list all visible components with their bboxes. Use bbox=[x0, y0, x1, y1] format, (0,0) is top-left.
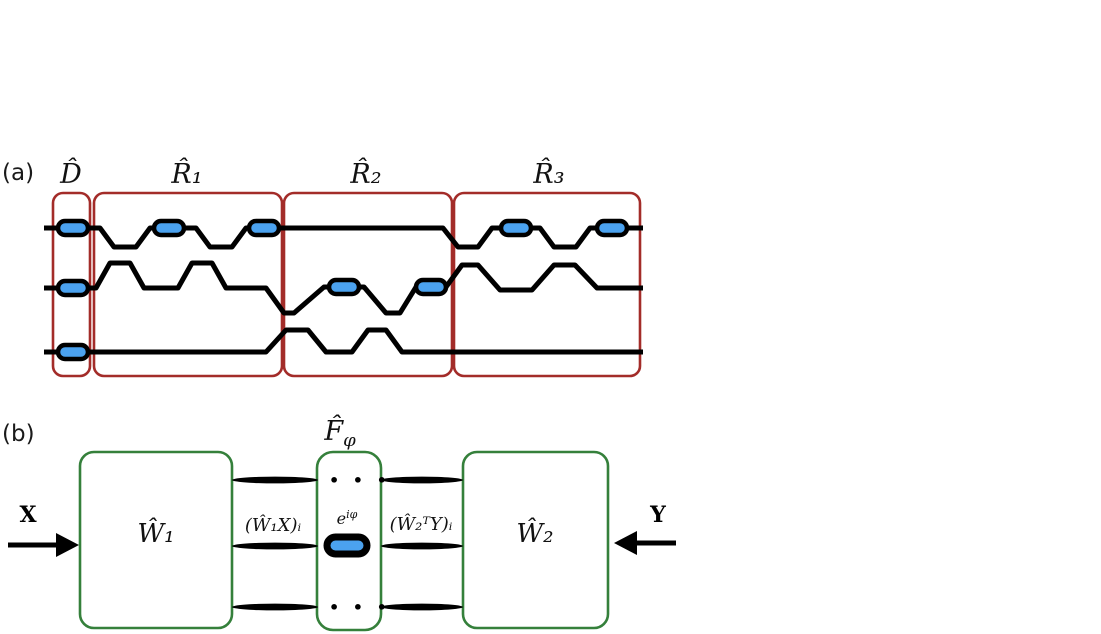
panel-a: (a) D̂ R̂₁ R̂₂ R̂₃ bbox=[2, 157, 643, 378]
wire-top-right bbox=[381, 476, 463, 484]
label-F-operator: F̂φ bbox=[323, 414, 356, 451]
phase-shifter-pill-R1a bbox=[151, 218, 187, 238]
input-arrow-x: X bbox=[8, 502, 79, 557]
label-R2-operator: R̂₂ bbox=[349, 157, 381, 190]
phase-shifter-pill-R3a bbox=[498, 218, 534, 238]
phase-shifter-pill-R2b bbox=[413, 277, 449, 297]
label-W1: Ŵ₁ bbox=[137, 517, 174, 549]
arrow-y-head bbox=[614, 531, 637, 555]
phase-shifter-pill-D2 bbox=[55, 278, 91, 298]
phase-shifter-pill-R1b bbox=[246, 218, 282, 238]
label-F-subscript: φ bbox=[343, 430, 356, 451]
label-W1X: (Ŵ₁X)ᵢ bbox=[245, 513, 302, 536]
label-phase-exponent: iφ bbox=[346, 508, 358, 521]
label-phase: eiφ bbox=[337, 508, 358, 528]
panel-b-tag: (b) bbox=[2, 421, 35, 447]
label-R1-operator: R̂₁ bbox=[170, 157, 202, 190]
wire-mid-right bbox=[381, 542, 463, 550]
panel-a-tag: (a) bbox=[2, 160, 34, 186]
phase-shifter-pill-R3b bbox=[594, 218, 630, 238]
ellipsis-top: • • • bbox=[329, 471, 391, 490]
wire-bottom-right bbox=[381, 603, 463, 611]
wire-bottom-left bbox=[232, 603, 318, 611]
box-F bbox=[315, 450, 383, 632]
wire-mid-left bbox=[232, 542, 318, 550]
wire-top-left bbox=[232, 476, 318, 484]
label-phase-base: e bbox=[337, 509, 346, 528]
ellipsis-bottom: • • • bbox=[329, 598, 391, 617]
label-Y: Y bbox=[649, 502, 666, 528]
box-W1 bbox=[78, 450, 234, 630]
waveguide-mode3 bbox=[44, 327, 643, 355]
panel-b: (b) F̂φ Ŵ₁ Ŵ₂ (Ŵ₁X)ᵢ (Ŵ₂ᵀY)ᵢ • • • • • •… bbox=[2, 414, 676, 632]
label-W2TY: (Ŵ₂ᵀY)ᵢ bbox=[390, 512, 453, 535]
box-W2 bbox=[461, 450, 610, 630]
arrow-x-head bbox=[56, 533, 79, 557]
label-X: X bbox=[19, 502, 37, 528]
phase-shifter-pill-D3 bbox=[55, 342, 91, 362]
phase-shifter-pill-F bbox=[323, 533, 371, 558]
box-R3 bbox=[452, 191, 642, 378]
box-R2 bbox=[282, 191, 454, 378]
label-R3-operator: R̂₃ bbox=[532, 157, 564, 190]
box-R1 bbox=[92, 191, 284, 378]
label-D-operator: D̂ bbox=[59, 157, 82, 190]
waveguide-mode1 bbox=[44, 225, 643, 250]
phase-shifter-pill-R2a bbox=[326, 277, 362, 297]
box-D bbox=[51, 191, 92, 378]
label-F-base: F̂ bbox=[323, 414, 344, 447]
input-arrow-y: Y bbox=[614, 502, 676, 555]
phase-shifter-pill-D1 bbox=[55, 218, 91, 238]
label-W2: Ŵ₂ bbox=[516, 517, 553, 549]
